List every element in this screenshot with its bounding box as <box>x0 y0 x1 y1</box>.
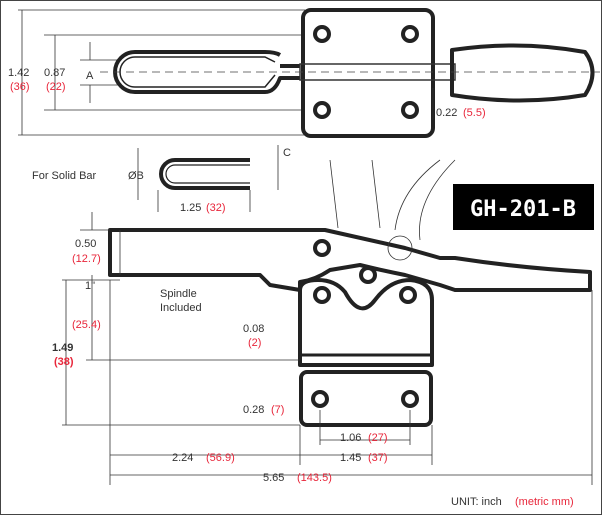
spindle-note-line1: Spindle <box>160 288 197 300</box>
dim-38-mm: (38) <box>54 356 74 368</box>
base-plate <box>299 370 433 427</box>
dim-1-inch: 1" <box>85 280 95 292</box>
dim-5-5-mm: (5.5) <box>463 107 486 119</box>
dim-1-45-inch: 1.45 <box>340 452 361 464</box>
dim-1-49-inch: 1.49 <box>52 342 73 354</box>
dim-0-22-inch: 0.22 <box>436 107 457 119</box>
dim-0-08-inch: 0.08 <box>243 323 264 335</box>
dim-25-4-mm: (25.4) <box>72 319 101 331</box>
diameter-b-label: ØB <box>128 170 144 182</box>
dim-5-65-inch: 5.65 <box>263 472 284 484</box>
dim-2-mm: (2) <box>248 337 261 349</box>
dim-1-25-inch: 1.25 <box>180 202 201 214</box>
clamp-body <box>298 278 434 367</box>
solid-bar-label: For Solid Bar <box>32 170 97 182</box>
dim-12-7-mm: (12.7) <box>72 253 101 265</box>
gap-c-label: C <box>283 147 291 159</box>
dim-0-28-inch: 0.28 <box>243 404 264 416</box>
dim-27-mm: (27) <box>368 432 388 444</box>
dim-7-mm: (7) <box>271 404 284 416</box>
side-view: 0.50 (12.7) Spindle Included 1" (25.4) 1… <box>52 159 593 485</box>
pivot-pins <box>313 235 417 304</box>
model-badge <box>453 184 594 230</box>
dim-143-5-mm: (143.5) <box>297 472 332 484</box>
unit-note-metric: (metric mm) <box>515 496 574 508</box>
unit-note: UNIT: inch <box>451 496 502 508</box>
spindle-note-line2: Included <box>160 302 202 314</box>
solid-bar-view: For Solid Bar ØB C 1.25 (32) <box>32 145 291 214</box>
dim-32-mm: (32) <box>206 202 226 214</box>
base-hole <box>401 390 419 408</box>
model-label: GH-201-B <box>470 197 576 222</box>
dim-36-mm: (36) <box>10 81 30 93</box>
dim-1-06-inch: 1.06 <box>340 432 361 444</box>
handle-grip <box>450 43 595 103</box>
dim-2-24-inch: 2.24 <box>172 452 193 464</box>
dim-37-mm: (37) <box>368 452 388 464</box>
dim-22-mm: (22) <box>46 81 66 93</box>
top-view: 1.42 (36) 0.87 (22) A 0.22 (5.5) <box>8 8 600 138</box>
dim-0-87-inch: 0.87 <box>44 67 65 79</box>
base-hole <box>311 390 329 408</box>
dim-a-label: A <box>86 70 94 82</box>
dim-56-9-mm: (56.9) <box>206 452 235 464</box>
handle-loop <box>113 50 300 94</box>
dim-0-50-inch: 0.50 <box>75 238 96 250</box>
top-plate <box>301 8 435 138</box>
mounting-holes-top <box>313 25 419 119</box>
dim-1-42-inch: 1.42 <box>8 67 29 79</box>
